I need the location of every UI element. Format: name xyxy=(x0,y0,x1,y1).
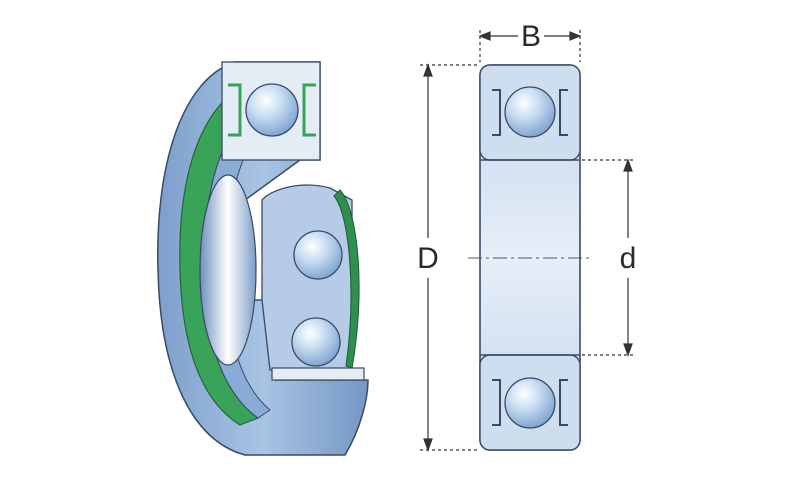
upper-seal-right xyxy=(559,89,568,136)
top-ball xyxy=(245,83,299,137)
lower-seal-right xyxy=(559,379,568,426)
middle-ball xyxy=(293,230,343,280)
bearing-cutaway-illustration xyxy=(157,61,369,456)
upper-seal-left xyxy=(492,89,501,136)
label-width-b: B xyxy=(521,20,541,53)
top-seal-right xyxy=(302,83,316,137)
bore-opening xyxy=(199,174,257,366)
right-seal-green xyxy=(333,189,360,369)
dimension-d-outer xyxy=(420,63,478,452)
bearing-cross-section xyxy=(468,64,592,451)
label-bore-diameter: d xyxy=(620,242,637,275)
upper-section-ball xyxy=(504,86,556,138)
label-outer-diameter: D xyxy=(417,242,439,275)
lower-section-ball xyxy=(504,377,556,429)
lower-ball xyxy=(291,317,341,367)
dimension-d-bore xyxy=(582,158,636,357)
lower-seal-left xyxy=(492,379,501,426)
top-seal-left xyxy=(228,83,242,137)
dimension-b xyxy=(478,30,582,62)
bottom-section-cut xyxy=(271,367,365,381)
